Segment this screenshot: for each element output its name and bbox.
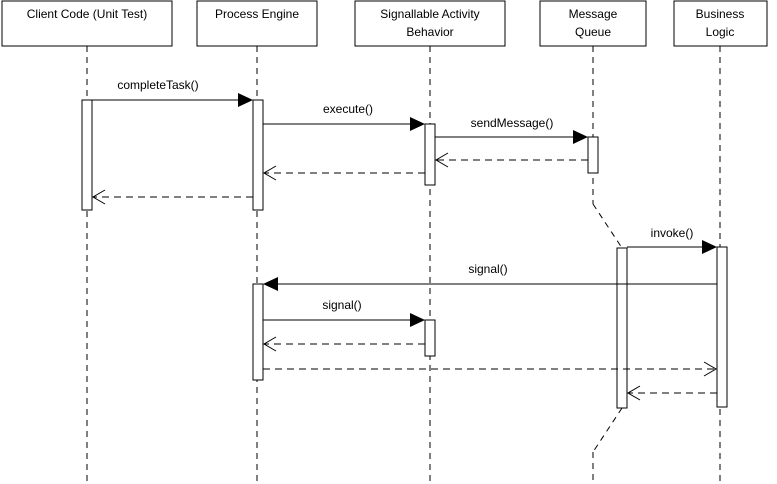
- message-invoke: invoke(): [627, 226, 717, 254]
- activation-engine-1: [252, 99, 264, 211]
- participant-logic-label-line1: Business: [696, 7, 745, 21]
- arrowhead-open: [263, 165, 277, 181]
- arrowhead-open: [92, 189, 106, 205]
- arrowhead-filled: [573, 130, 588, 144]
- message-signal-behavior-label: signal(): [322, 298, 361, 312]
- activation-behavior-2: [424, 319, 436, 357]
- message-complete-task: completeTask(): [92, 78, 253, 107]
- participant-client: Client Code (Unit Test): [1, 0, 173, 47]
- return-queue-to-behavior: [435, 152, 588, 168]
- activation-engine-2: [252, 283, 264, 381]
- return-logic-to-queue-handler: [627, 385, 717, 401]
- activation-logic: [716, 246, 728, 408]
- message-signal-engine: signal(): [263, 262, 717, 291]
- participant-queue: Message Queue: [539, 0, 647, 47]
- lifeline-queue-detour-up: [592, 407, 623, 453]
- arrowhead-open: [263, 336, 277, 352]
- message-execute: execute(): [263, 102, 425, 131]
- return-behavior-to-engine-2: [263, 336, 425, 352]
- message-send-message: sendMessage(): [435, 116, 588, 144]
- arrowhead-filled: [410, 117, 425, 131]
- message-invoke-label: invoke(): [651, 226, 694, 240]
- activation-client: [81, 99, 93, 211]
- return-behavior-to-engine: [263, 165, 425, 181]
- message-send-message-label: sendMessage(): [471, 116, 554, 130]
- message-complete-task-label: completeTask(): [117, 78, 198, 92]
- participant-behavior: Signallable Activity Behavior: [354, 0, 506, 47]
- participant-logic-label-line2: Logic: [706, 25, 735, 39]
- arrowhead-open: [627, 385, 641, 401]
- arrowhead-filled: [702, 240, 717, 254]
- arrowhead-open: [435, 152, 449, 168]
- activation-queue: [587, 136, 599, 174]
- participant-queue-label-line2: Queue: [575, 25, 611, 39]
- message-signal-engine-label: signal(): [468, 262, 507, 276]
- arrowhead-open: [703, 361, 717, 377]
- lifeline-queue-detour-down: [592, 203, 623, 249]
- arrowhead-filled: [238, 93, 253, 107]
- participant-engine: Process Engine: [196, 0, 318, 47]
- participant-engine-label: Process Engine: [215, 7, 299, 21]
- participant-queue-label-line1: Message: [569, 7, 618, 21]
- message-signal-behavior: signal(): [263, 298, 425, 327]
- participant-logic: Business Logic: [673, 0, 768, 47]
- message-execute-label: execute(): [323, 102, 373, 116]
- arrowhead-filled: [410, 313, 425, 327]
- return-engine-to-logic: [263, 361, 717, 377]
- participant-client-label: Client Code (Unit Test): [27, 7, 148, 21]
- activation-queue-handler: [616, 247, 628, 409]
- participant-behavior-label-line1: Signallable Activity: [380, 7, 479, 21]
- participant-behavior-label-line2: Behavior: [406, 25, 453, 39]
- activation-behavior-1: [424, 123, 436, 186]
- return-engine-to-client: [92, 189, 253, 205]
- arrowhead-filled: [263, 277, 278, 291]
